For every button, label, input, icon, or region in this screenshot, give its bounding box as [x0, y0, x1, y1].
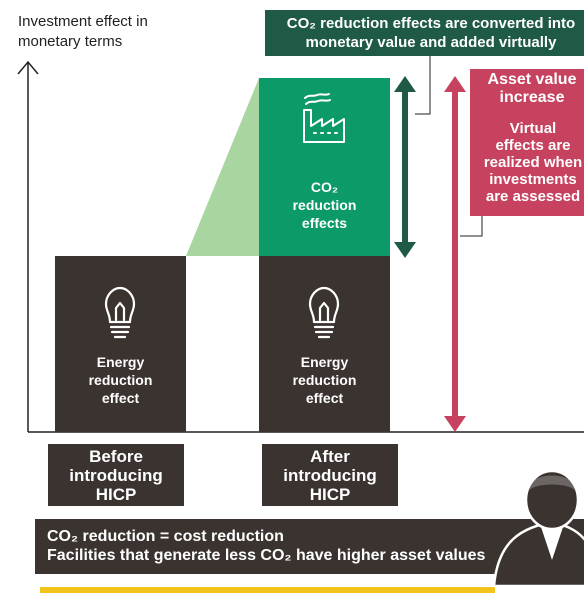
double-arrow-icon [394, 76, 416, 258]
double-arrow-icon [444, 76, 466, 432]
lightbulb-icon [308, 286, 340, 339]
period-label-after: After introducing HICP [283, 447, 377, 504]
energy-box-before [55, 256, 186, 432]
factory-icon [303, 93, 345, 143]
energy-label-before: Energy reduction effect [88, 354, 153, 406]
top-callout-text: CO₂ reduction effects are converted into… [286, 15, 576, 51]
bottom-banner-underline [40, 587, 495, 593]
top-callout-box [265, 10, 584, 56]
co2-box-after [259, 78, 390, 256]
period-box-before [48, 444, 184, 506]
asset-callout-body: Virtual effects are realized when invest… [483, 120, 583, 205]
co2-label-after: CO₂ reduction effects [292, 179, 357, 231]
asset-callout-title: Asset value increase [487, 71, 577, 106]
y-axis [17, 60, 39, 432]
period-box-after [262, 444, 398, 506]
bottom-banner [35, 519, 584, 574]
lightbulb-icon [104, 286, 136, 339]
period-label-before: Before introducing HICP [69, 447, 163, 504]
energy-box-after [259, 256, 390, 432]
energy-label-after: Energy reduction effect [292, 354, 357, 406]
bottom-banner-text: CO₂ reduction = cost reduction Facilitie… [47, 528, 486, 564]
y-axis-label: Investment effect in monetary terms [18, 13, 148, 50]
asset-callout-box [470, 69, 584, 216]
person-icon [492, 469, 584, 588]
connector-line [460, 216, 483, 237]
connector-line [415, 56, 431, 115]
projection-shape [186, 78, 259, 256]
